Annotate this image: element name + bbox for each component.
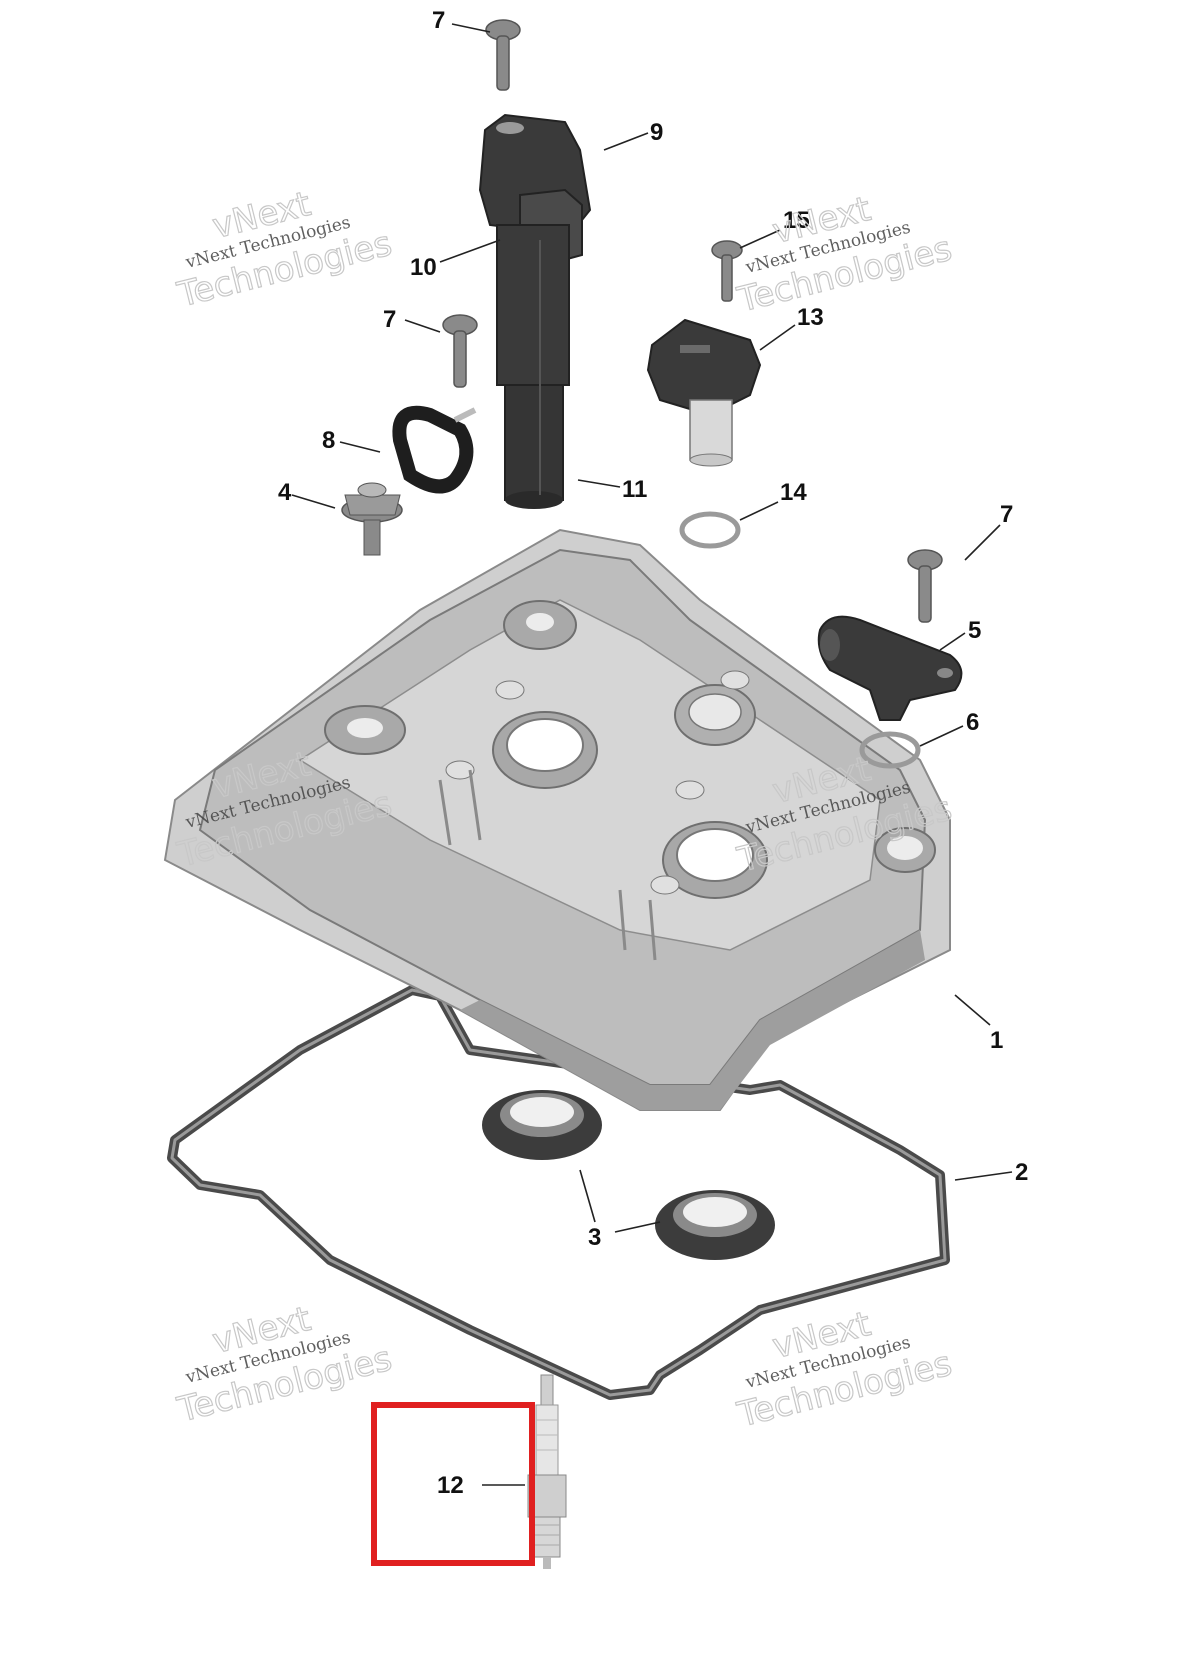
spark-plug-tube-seal-upper bbox=[482, 1090, 602, 1160]
valve-cover bbox=[163, 528, 951, 1111]
bolt-right bbox=[907, 549, 943, 623]
o-ring-outlet bbox=[859, 731, 921, 769]
ignition-coil bbox=[478, 113, 592, 509]
callout-14: 14 bbox=[780, 479, 807, 506]
highlight-box bbox=[371, 1402, 535, 1566]
watermark-top-left: vNext vNext Technologies Technologies bbox=[173, 183, 397, 316]
o-ring-sensor bbox=[679, 511, 741, 549]
breather-outlet bbox=[817, 615, 963, 721]
callout-2: 2 bbox=[1015, 1159, 1028, 1186]
callout-13: 13 bbox=[797, 304, 824, 331]
leader-lines bbox=[291, 23, 1013, 1486]
breather-fitting bbox=[341, 482, 403, 556]
callout-5: 5 bbox=[968, 617, 981, 644]
callout-12: 12 bbox=[437, 1472, 464, 1499]
callout-9: 9 bbox=[650, 119, 663, 146]
bolt-middle-left bbox=[442, 314, 478, 388]
callout-7-middle: 7 bbox=[383, 306, 396, 333]
bolt-top bbox=[485, 19, 521, 91]
callout-10: 10 bbox=[410, 254, 437, 281]
callout-4: 4 bbox=[278, 479, 292, 506]
callout-6: 6 bbox=[966, 709, 979, 736]
valve-cover-gasket bbox=[167, 985, 950, 1400]
camshaft-position-sensor bbox=[646, 318, 762, 467]
bolt-sensor bbox=[711, 240, 743, 302]
callout-1: 1 bbox=[990, 1027, 1003, 1054]
callout-15: 15 bbox=[783, 207, 810, 234]
callout-7-right: 7 bbox=[1000, 501, 1013, 528]
callout-7-top: 7 bbox=[432, 7, 445, 34]
callout-11: 11 bbox=[622, 476, 647, 503]
spark-plug-tube-seal-lower bbox=[655, 1190, 775, 1260]
cable-clamp bbox=[392, 405, 477, 494]
watermark-top-right: vNext vNext Technologies Technologies bbox=[733, 188, 957, 321]
watermark-bottom-left: vNext vNext Technologies Technologies bbox=[173, 1298, 397, 1431]
callout-3: 3 bbox=[588, 1224, 601, 1251]
callout-8: 8 bbox=[322, 427, 335, 454]
